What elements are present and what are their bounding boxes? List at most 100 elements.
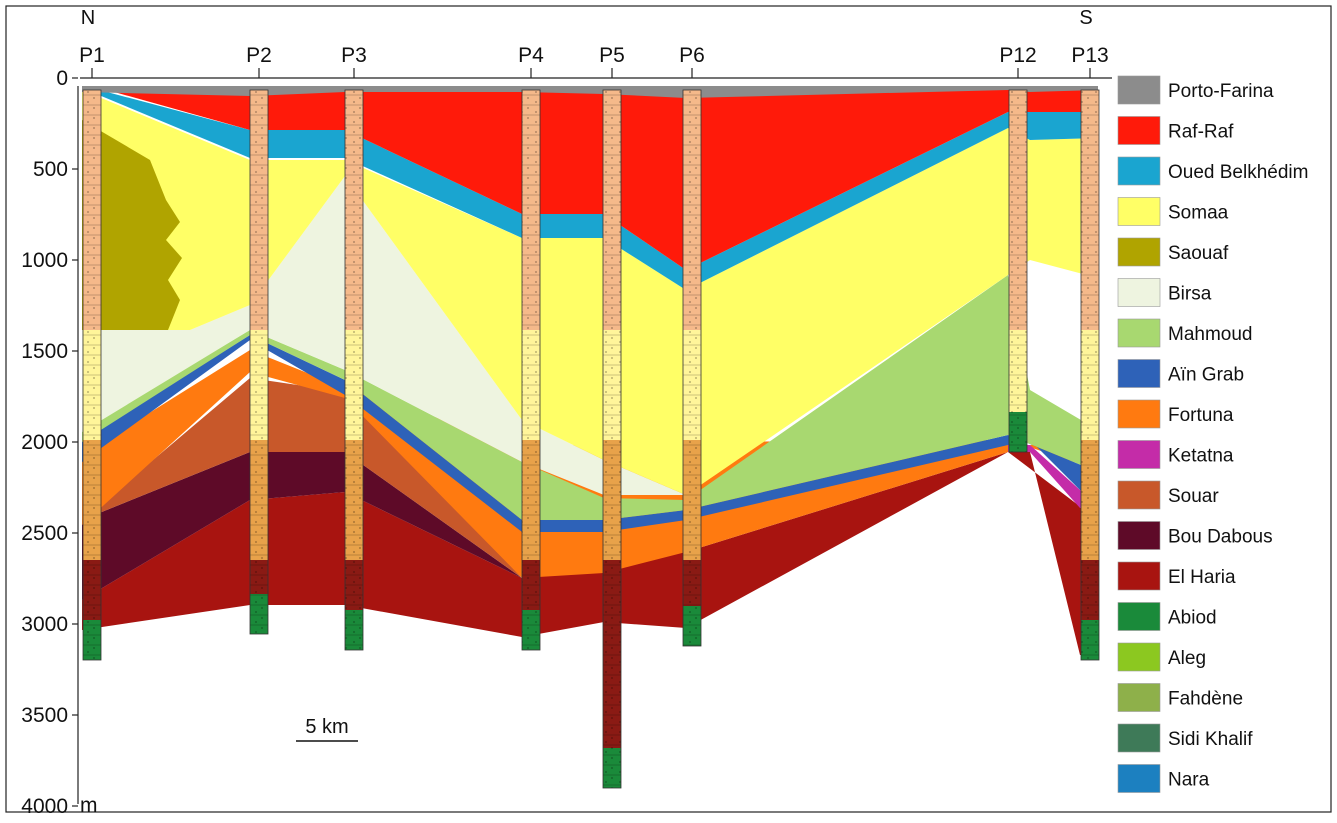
layer-bou-dabous [82, 452, 522, 600]
legend-swatch [1117, 318, 1161, 348]
scale-bar-label: 5 km [305, 716, 348, 738]
legend-item: El Haria [1117, 561, 1236, 591]
well-log-outline [682, 89, 702, 647]
legend-label: Aïn Grab [1168, 365, 1244, 386]
legend-label: Aleg [1168, 648, 1206, 669]
legend-swatch [1117, 683, 1161, 712]
legend-item: Abiod [1117, 602, 1217, 631]
layer-porto-farina [82, 86, 1098, 98]
legend-item: Porto-Farina [1117, 75, 1274, 105]
well-label-p13: P13 [1071, 44, 1108, 67]
legend-swatch [1117, 156, 1161, 186]
well-log-outline [1008, 89, 1028, 453]
layer-souar [82, 378, 522, 578]
legend-label: Ketatna [1168, 446, 1234, 467]
legend-label: Mahmoud [1168, 324, 1253, 345]
legend-swatch [1117, 278, 1161, 307]
depth-tick-label: 2000 [21, 431, 68, 454]
north-label: N [81, 7, 95, 29]
legend-swatch [1117, 764, 1161, 793]
well-log-p3 [344, 89, 364, 651]
legend-item: Ketatna [1117, 440, 1234, 469]
legend-item: Aïn Grab [1117, 359, 1244, 388]
depth-tick-label: 3000 [21, 613, 68, 636]
legend-item: Fahdène [1117, 683, 1243, 712]
legend-item: Raf-Raf [1117, 116, 1234, 145]
legend-item: Saouaf [1117, 237, 1229, 267]
well-label-p4: P4 [518, 44, 544, 67]
layer-mahmoud [82, 275, 1098, 520]
legend-swatch [1117, 237, 1161, 267]
layer-ketatna [1008, 445, 1098, 508]
legend-swatch [1117, 561, 1161, 591]
legend-label: Raf-Raf [1168, 122, 1234, 143]
legend-item: Bou Dabous [1117, 521, 1273, 550]
legend-label: Saouaf [1168, 243, 1229, 264]
layer-birsa [82, 176, 686, 495]
depth-tick-label: 2500 [21, 522, 68, 545]
legend-label: Abiod [1168, 608, 1217, 629]
formation-layers [82, 86, 1098, 786]
legend-label: Birsa [1168, 284, 1212, 305]
well-label-p1: P1 [79, 44, 105, 67]
well-columns [82, 89, 1100, 789]
well-log-outline [249, 89, 269, 635]
well-label-p12: P12 [999, 44, 1036, 67]
depth-tick-label: 1500 [21, 340, 68, 363]
legend-swatch [1117, 642, 1161, 672]
legend-label: Souar [1168, 486, 1219, 507]
legend-item: Sidi Khalif [1117, 723, 1253, 753]
depth-tick-label: 3500 [21, 704, 68, 727]
legend-item: Nara [1117, 764, 1210, 793]
legend-label: Fahdène [1168, 689, 1243, 710]
well-label-p5: P5 [599, 44, 625, 67]
well-log-outline [344, 89, 364, 651]
legend-label: Nara [1168, 770, 1210, 791]
legend-item: Oued Belkhédim [1117, 156, 1308, 186]
legend-item: Somaa [1117, 197, 1229, 226]
depth-tick-label: 4000 [21, 795, 68, 818]
depth-unit-label: m [80, 794, 98, 817]
legend-item: Souar [1117, 480, 1219, 510]
depth-tick-label: 500 [33, 158, 68, 181]
legend-label: Somaa [1168, 203, 1229, 224]
south-label: S [1079, 7, 1092, 29]
layer-el-haria [82, 452, 1098, 655]
depth-tick-label: 0 [56, 67, 68, 90]
legend-label: Porto-Farina [1168, 81, 1274, 102]
well-label-p6: P6 [679, 44, 705, 67]
legend-label: Bou Dabous [1168, 527, 1273, 548]
figure-frame [5, 5, 1332, 813]
legend-swatch [1117, 521, 1161, 550]
well-log-p5 [602, 89, 622, 789]
legend-item: Fortuna [1117, 399, 1234, 429]
well-log-p2 [249, 89, 269, 635]
legend-item: Birsa [1117, 278, 1212, 307]
well-log-outline [602, 89, 622, 789]
legend-swatch [1117, 197, 1161, 226]
legend-label: El Haria [1168, 567, 1236, 588]
well-log-outline [1080, 89, 1100, 661]
legend-swatch [1117, 399, 1161, 429]
legend-label: Sidi Khalif [1168, 729, 1253, 750]
well-log-p1 [82, 89, 102, 661]
legend-swatch [1117, 440, 1161, 469]
depth-tick-label: 1000 [21, 249, 68, 272]
layer-raf-raf [100, 88, 1098, 270]
legend-swatch [1117, 602, 1161, 631]
well-log-outline [521, 89, 541, 651]
legend-item: Aleg [1117, 642, 1206, 672]
well-log-p13 [1080, 89, 1100, 661]
legend-item: Mahmoud [1117, 318, 1253, 348]
layer-oued-belkhedim [82, 88, 1098, 290]
legend-label: Fortuna [1168, 405, 1234, 426]
layer-somaa [82, 90, 1098, 495]
well-label-p3: P3 [341, 44, 367, 67]
well-log-p4 [521, 89, 541, 651]
legend-swatch [1117, 480, 1161, 510]
legend-swatch [1117, 359, 1161, 388]
layer-saouaf [82, 120, 182, 330]
